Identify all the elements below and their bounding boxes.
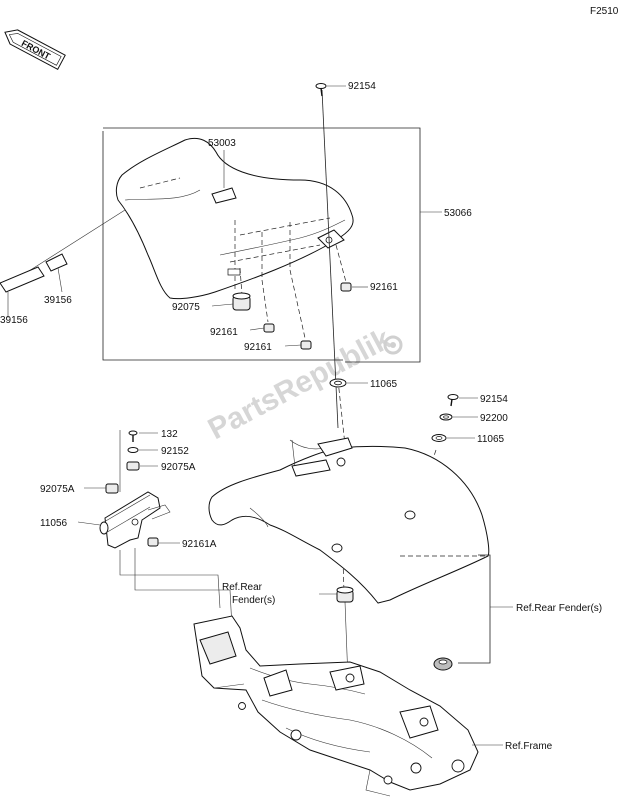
nut-92161-bottom: [300, 340, 312, 350]
label-92152: 92152: [161, 446, 189, 457]
ref-rear-fender-bracket: [458, 554, 491, 664]
label-11065-center: 11065: [370, 379, 398, 390]
label-11056: 11056: [40, 518, 68, 529]
label-132: 132: [161, 429, 178, 440]
label-92075A-top: 92075A: [161, 462, 196, 473]
watermark-text: PartsRepublik: [203, 322, 397, 446]
frame: [193, 615, 479, 797]
bolt-92154-top: [315, 83, 327, 97]
bolt-axis-line: [321, 89, 339, 429]
label-92161A: 92161A: [182, 539, 217, 550]
label-92154-top: 92154: [348, 81, 376, 92]
front-arrow-icon: FRONT: [4, 29, 66, 71]
rear-fender: [208, 437, 490, 604]
label-ref-rear-fender-right: Ref.Rear Fender(s): [516, 603, 602, 614]
label-ref-frame: Ref.Frame: [505, 741, 553, 752]
grommet-11065-right: [431, 434, 447, 442]
gear-icon: [383, 335, 403, 355]
leader-left-to-frame-2: [119, 550, 221, 609]
fender-axis-dash: [339, 464, 345, 593]
label-53003: 53003: [208, 138, 236, 149]
label-92161-middle: 92161: [210, 327, 238, 338]
assembly-bracket-left: [102, 131, 343, 361]
leader-left-to-frame: [134, 548, 233, 629]
screw-132: [128, 430, 138, 442]
tape-39156-long: [0, 266, 45, 318]
rubber-ref-rear-fender: [336, 586, 354, 603]
bracket-11056: [99, 491, 171, 549]
nut-92161-right: [340, 282, 352, 292]
nut-92161-middle: [263, 323, 275, 333]
damper-92075: [232, 292, 251, 311]
label-92161-right: 92161: [370, 282, 398, 293]
damper-92075A-left: [105, 483, 119, 494]
label-92200: 92200: [480, 413, 508, 424]
label-39156-a: 39156: [44, 295, 72, 306]
watermark: PartsRepublik: [203, 322, 397, 446]
nut-92161A: [147, 537, 159, 547]
label-53066: 53066: [444, 208, 472, 219]
label-92075: 92075: [172, 302, 200, 313]
label-92075A-left: 92075A: [40, 484, 75, 495]
label-11065-right: 11065: [477, 434, 505, 445]
bolt-axis-dash: [337, 379, 346, 446]
label-ref-rear-fender-line2: Fender(s): [232, 595, 275, 606]
seat: [115, 137, 354, 300]
tape-39156-short: [45, 253, 68, 293]
label-92161-bottom: 92161: [244, 342, 272, 353]
figure-code: F2510: [590, 6, 619, 17]
grommet-lower-right: [433, 657, 453, 671]
label-92154-right: 92154: [480, 394, 508, 405]
washer-92152: [127, 447, 139, 453]
label-39156-b: 39156: [0, 315, 28, 326]
label-ref-rear-fender-line1: Ref.Rear: [222, 582, 263, 593]
washer-92200: [439, 413, 453, 421]
assembly-bracket-right: [103, 127, 421, 363]
grommet-11065-center: [329, 378, 347, 388]
bolt-92154-right: [447, 394, 459, 407]
damper-92075A-top: [126, 461, 140, 471]
